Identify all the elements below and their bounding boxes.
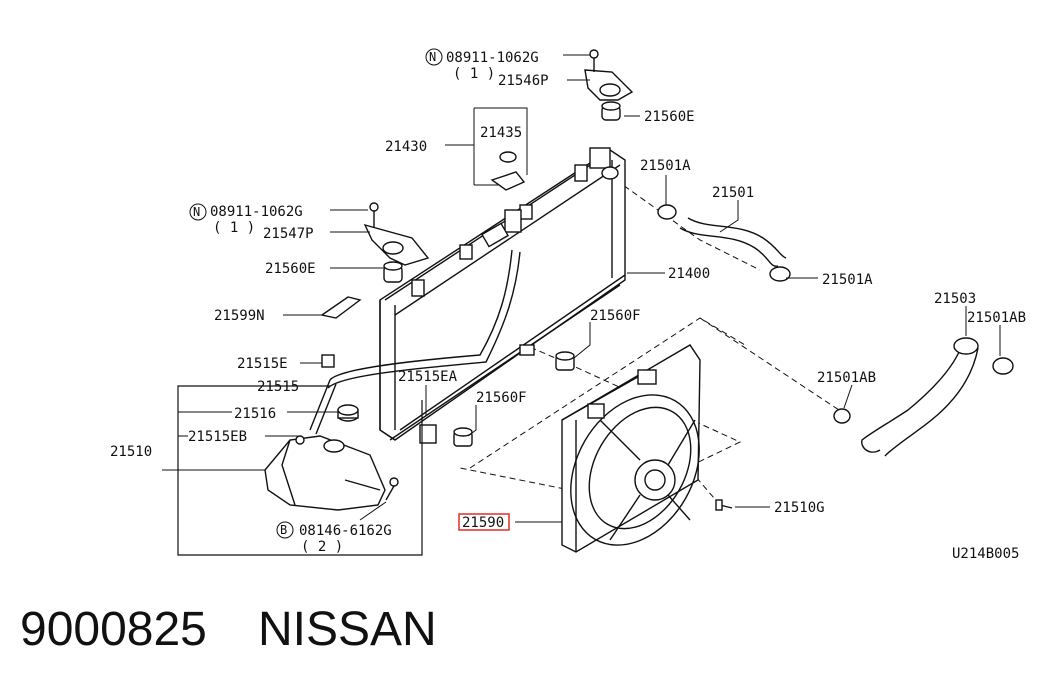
lower-radiator-hose[interactable]: [833, 337, 1014, 457]
label-bracket-top[interactable]: 21546P: [498, 73, 549, 89]
label-lower-hose[interactable]: 21503: [934, 291, 976, 307]
label-sticker[interactable]: 21599N: [214, 308, 265, 324]
label-grommet-f2[interactable]: 21560F: [476, 390, 527, 406]
label-sticker: [320, 296, 362, 319]
part-labels: 08911-1062G ( 1 ) 21546P 21560E 21430 21…: [110, 50, 1026, 562]
radiator[interactable]: [379, 147, 626, 444]
footer-brand: NISSAN: [258, 603, 437, 656]
label-grommet-f1[interactable]: 21560F: [590, 308, 641, 324]
label-clip[interactable]: 21515E: [237, 356, 288, 372]
label-reservoir-eb[interactable]: 21515EB: [188, 429, 247, 445]
selected-part-highlight: [458, 513, 510, 531]
radiator-cap[interactable]: [490, 151, 526, 191]
middle-bracket-group[interactable]: [363, 202, 430, 283]
label-grommet-mid[interactable]: 21560E: [265, 261, 316, 277]
reservoir-tank[interactable]: [264, 435, 399, 511]
leader-lines: [162, 54, 1001, 523]
label-clamp-ab2[interactable]: 21501AB: [817, 370, 876, 386]
label-bracket-mid[interactable]: 21547P: [263, 226, 314, 242]
fan-shroud-assembly[interactable]: [545, 344, 733, 568]
n-symbol-top: N: [425, 48, 443, 66]
label-clamp-a1[interactable]: 21501A: [640, 158, 691, 174]
n-symbol-mid: N: [189, 203, 207, 221]
label-bolt-low[interactable]: 08146-6162G: [299, 523, 392, 539]
upper-radiator-hose[interactable]: [657, 204, 791, 282]
label-figure-code: U214B005: [952, 546, 1019, 562]
svg-text:N: N: [193, 205, 200, 219]
lower-grommet-left[interactable]: [453, 427, 473, 447]
reservoir-hose[interactable]: [309, 249, 521, 435]
label-reservoir-hose-ea[interactable]: 21515EA: [398, 369, 458, 385]
label-bolt-mid[interactable]: 08911-1062G: [210, 204, 303, 220]
label-bolt-top-qty: ( 1 ): [453, 66, 495, 82]
label-clamp-ab1[interactable]: 21501AB: [967, 310, 1026, 326]
label-fan-shroud[interactable]: 21590: [462, 515, 504, 531]
label-reservoir-hose[interactable]: 21515: [257, 379, 299, 395]
label-fan-bolt[interactable]: 21510G: [774, 500, 825, 516]
label-cap-group[interactable]: 21430: [385, 139, 427, 155]
lower-grommet-right[interactable]: [555, 351, 575, 371]
label-bolt-low-qty: ( 2 ): [301, 539, 343, 555]
label-bolt-top[interactable]: 08911-1062G: [446, 50, 539, 66]
label-grommet-top[interactable]: 21560E: [644, 109, 695, 125]
svg-text:N: N: [429, 50, 436, 64]
hose-clip[interactable]: [321, 354, 335, 368]
upper-bracket-group[interactable]: [584, 49, 634, 121]
label-radiator[interactable]: 21400: [668, 266, 710, 282]
label-cap[interactable]: 21435: [480, 125, 522, 141]
footer-part-number: 9000825: [20, 603, 207, 656]
reservoir-cap[interactable]: [337, 404, 359, 422]
label-clamp-a2[interactable]: 21501A: [822, 272, 873, 288]
label-upper-hose[interactable]: 21501: [712, 185, 754, 201]
svg-text:B: B: [280, 523, 287, 537]
label-reservoir-tank[interactable]: 21510: [110, 444, 152, 460]
label-bolt-mid-qty: ( 1 ): [213, 220, 255, 236]
b-symbol: B: [276, 521, 294, 539]
reservoir-group-bracket: [177, 385, 423, 556]
label-reservoir-cap[interactable]: 21516: [234, 406, 276, 422]
